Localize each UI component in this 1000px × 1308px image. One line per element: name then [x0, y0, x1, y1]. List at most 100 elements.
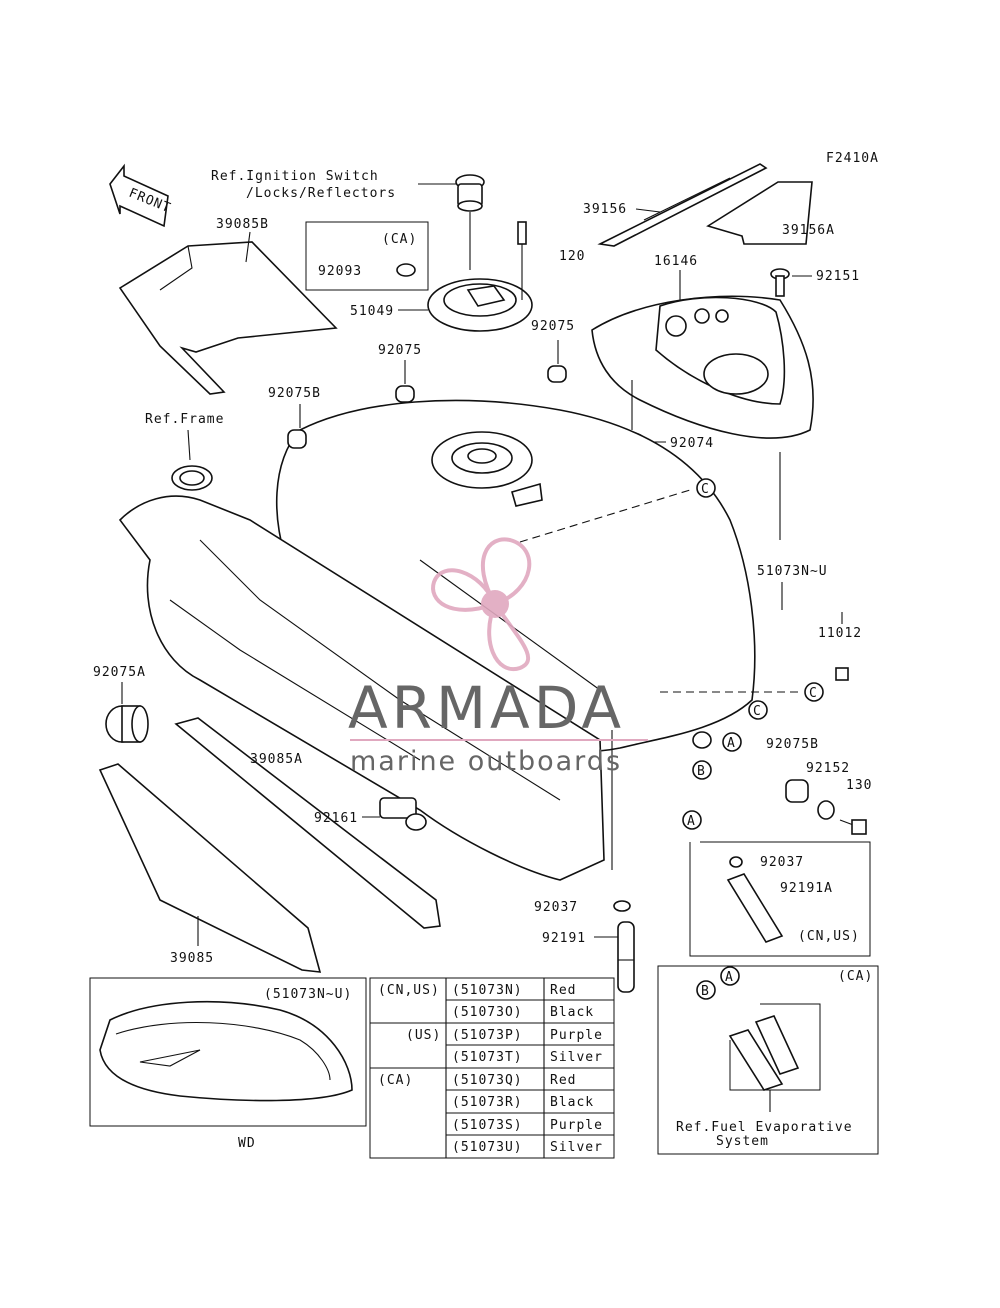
seat-pad-39085b: [118, 231, 338, 395]
trim-strip-39156: [597, 163, 768, 247]
bolt-130: [839, 819, 867, 835]
grommet-92075b-right: [785, 779, 809, 803]
table-color: Silver: [550, 1140, 603, 1155]
cn-us-label: (CN,US): [798, 929, 860, 944]
wd-inset-caption: WD: [238, 1136, 256, 1151]
part-92161-label: 92161: [314, 811, 358, 826]
ref-frame-label: Ref.Frame: [145, 412, 224, 427]
table-color: Black: [550, 1095, 594, 1110]
spacer-92161: [379, 797, 427, 831]
svg-text:C: C: [809, 686, 818, 701]
table-color: Red: [550, 1073, 576, 1088]
side-cover-39085: [98, 763, 322, 973]
part-92075-top-label: 92075: [531, 319, 575, 334]
callout-a-box: A: [682, 810, 702, 830]
svg-text:A: A: [725, 970, 734, 985]
svg-text:B: B: [701, 984, 710, 999]
screw-120: [517, 221, 527, 300]
table-code: (51073U): [452, 1140, 523, 1155]
ca-evap-box: [657, 965, 879, 1155]
part-51049-label: 51049: [350, 304, 394, 319]
part-16146-label: 16146: [654, 254, 698, 269]
table-code: (51073P): [452, 1028, 523, 1043]
ref-ignition-label: Ref.Ignition Switch: [211, 169, 379, 184]
callout-a-tank: A: [722, 732, 742, 752]
part-92075b-right-label: 92075B: [766, 737, 819, 752]
watermark-brand: ARMADA: [348, 674, 625, 742]
frame: [118, 465, 605, 881]
part-92075b-left-label: 92075B: [268, 386, 321, 401]
part-51073nu-label: 51073N~U: [757, 564, 828, 579]
clamp-92037-mid: [613, 900, 631, 912]
table-region-us: (US): [406, 1028, 441, 1043]
part-11012-label: 11012: [818, 626, 862, 641]
table-color: Purple: [550, 1118, 603, 1133]
color-table: [369, 977, 615, 1159]
part-120-label: 120: [559, 249, 585, 264]
svg-text:A: A: [727, 736, 736, 751]
callout-a-evap: A: [720, 966, 740, 986]
part-39085-label: 39085: [170, 951, 214, 966]
front-arrow-icon: FRONT: [109, 163, 173, 228]
part-92093-label: 92093: [318, 264, 362, 279]
grommet-92075-top: [547, 365, 567, 383]
bolt-92151: [770, 268, 812, 297]
ca-box-label: (CA): [382, 232, 417, 247]
hose-92191: [617, 921, 635, 993]
table-code: (51073N): [452, 983, 523, 998]
cn-us-box: [689, 841, 871, 957]
collar-92152: [817, 800, 835, 820]
table-region-ca: (CA): [378, 1073, 413, 1088]
part-92152-label: 92152: [806, 761, 850, 776]
callout-c-2: C: [804, 682, 824, 702]
part-130-label: 130: [846, 778, 872, 793]
clip-11012: [835, 667, 849, 681]
grommet-92075-left: [395, 385, 415, 403]
ref-fuel-evap-label: Ref.Fuel Evaporative: [676, 1120, 853, 1135]
wd-inset-variant: (51073N~U): [264, 987, 352, 1002]
ignition-cap: [455, 174, 485, 270]
table-color: Red: [550, 983, 576, 998]
table-code: (51073T): [452, 1050, 523, 1065]
part-92075a-label: 92075A: [93, 665, 146, 680]
wd-inset-box: [89, 977, 367, 1127]
hose-92191a: [726, 873, 784, 943]
part-39156a-label: 39156A: [782, 223, 835, 238]
table-color: Purple: [550, 1028, 603, 1043]
fuel-cap-51049: [427, 278, 533, 332]
part-92037-box-label: 92037: [760, 855, 804, 870]
ca-box: [305, 221, 429, 291]
clamp-92037-box: [729, 856, 743, 868]
part-92151-label: 92151: [816, 269, 860, 284]
ref-fuel-evap-label-2: System: [716, 1134, 769, 1149]
table-code: (51073R): [452, 1095, 523, 1110]
watermark-tagline: marine outboards: [350, 746, 622, 777]
part-92074-label: 92074: [670, 436, 714, 451]
damper-92075a: [105, 705, 149, 743]
part-39085a-label: 39085A: [250, 752, 303, 767]
grommet-92093: [396, 263, 416, 277]
part-92037-mid-label: 92037: [534, 900, 578, 915]
callout-c-3: C: [748, 700, 768, 720]
table-code: (51073S): [452, 1118, 523, 1133]
part-39085b-label: 39085B: [216, 217, 269, 232]
part-92075-left-label: 92075: [378, 343, 422, 358]
evap-hoses: [728, 1003, 821, 1112]
svg-text:A: A: [687, 814, 696, 829]
part-92191a-label: 92191A: [780, 881, 833, 896]
side-cover-39085a: [174, 717, 441, 929]
ca-evap-label: (CA): [838, 969, 873, 984]
callout-b-evap: B: [696, 980, 716, 1000]
table-region-cn-us: (CN,US): [378, 983, 440, 998]
grommet-92075b-left: [287, 429, 307, 449]
trim-39156a: [706, 181, 813, 245]
svg-text:B: B: [697, 764, 706, 779]
figure-code: F2410A: [826, 151, 879, 166]
part-92191-label: 92191: [542, 931, 586, 946]
callout-b-tank: B: [692, 760, 712, 780]
svg-text:C: C: [753, 704, 762, 719]
table-color: Black: [550, 1005, 594, 1020]
callout-c-1: C: [696, 478, 716, 498]
